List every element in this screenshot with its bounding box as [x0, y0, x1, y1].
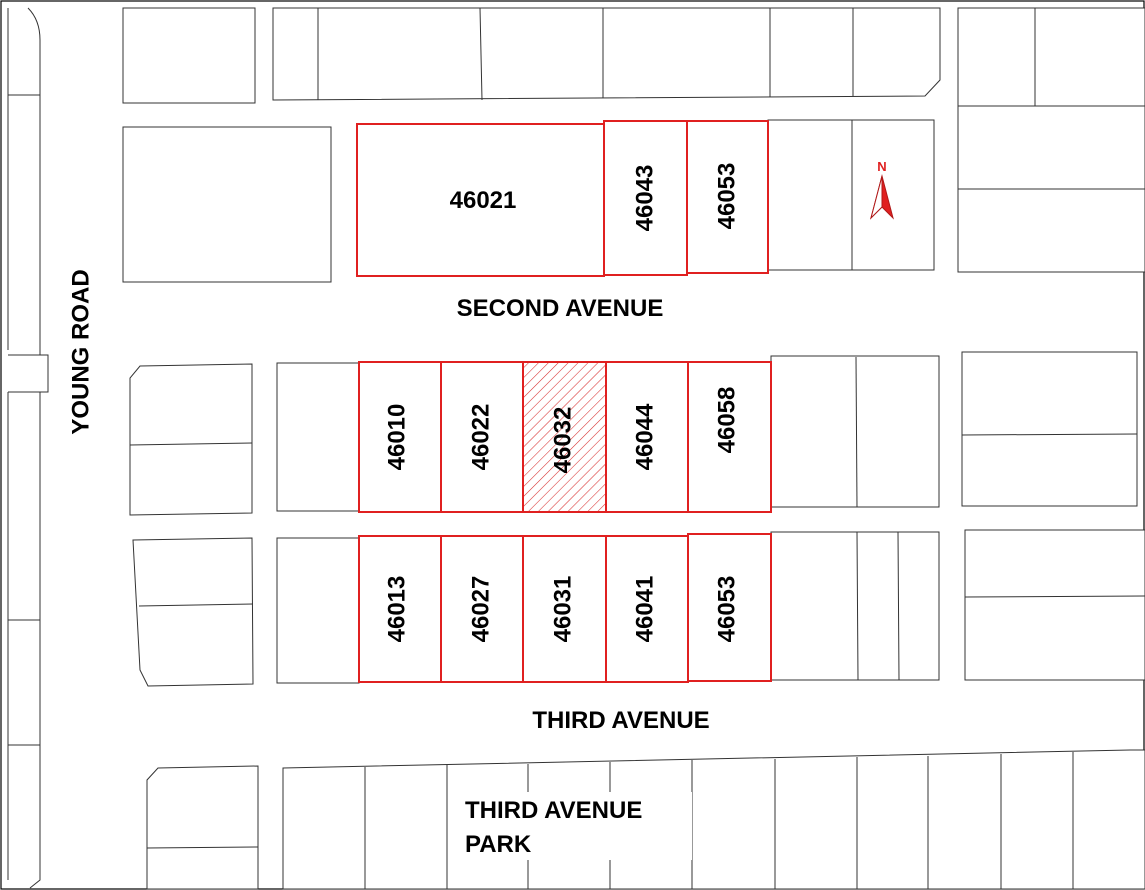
park-label-background — [462, 792, 692, 860]
parcel-46053-north[interactable] — [686, 120, 769, 274]
parcel-label-46032: 46032 — [549, 407, 576, 474]
north-arrow: N — [870, 159, 894, 220]
third-avenue-north-lots — [132, 529, 1145, 687]
middle-block-lots — [129, 351, 1138, 516]
parcel-46021[interactable] — [356, 123, 605, 277]
parcel-label-46027: 46027 — [467, 576, 494, 643]
parcel-label-46041: 46041 — [631, 576, 658, 643]
parcel-46027[interactable] — [440, 535, 524, 683]
parcel-46013[interactable] — [358, 535, 442, 683]
top-block-lots — [122, 7, 1145, 107]
street-label-second-avenue: SECOND AVENUE — [457, 295, 664, 322]
parcel-row-3: 46013 46027 46031 46041 46053 — [358, 533, 772, 683]
parcel-46053-south[interactable] — [687, 533, 772, 682]
parcel-46010[interactable] — [358, 361, 442, 513]
second-avenue-north-lots — [122, 105, 1145, 283]
parcel-label-46044: 46044 — [631, 403, 658, 470]
parcel-46032[interactable] — [522, 361, 607, 513]
parcel-46031[interactable] — [522, 535, 607, 683]
park-label-line2: PARK — [465, 831, 532, 858]
parcel-46041[interactable] — [605, 535, 689, 683]
north-label: N — [877, 159, 886, 174]
parcel-label-46013: 46013 — [383, 576, 410, 643]
parcel-label-46053-north: 46053 — [713, 163, 740, 230]
park-label-line1: THIRD AVENUE — [465, 797, 642, 824]
parcel-label-46031: 46031 — [549, 576, 576, 643]
parcel-label-46010: 46010 — [383, 404, 410, 471]
street-label-third-avenue: THIRD AVENUE — [532, 707, 709, 734]
parcel-label-46022: 46022 — [467, 404, 494, 471]
parcel-row-1: 46021 46043 46053 — [356, 120, 769, 277]
parcel-label-46053-south: 46053 — [713, 576, 740, 643]
parcel-row-2: 46010 46022 46032 46044 46058 — [358, 361, 772, 513]
young-road-edges — [7, 7, 49, 889]
parcel-46058[interactable] — [687, 361, 772, 513]
street-label-young-road: YOUNG ROAD — [67, 269, 94, 434]
parcel-label-46043: 46043 — [631, 165, 658, 232]
parcel-label-46021: 46021 — [450, 187, 517, 214]
parcel-46043[interactable] — [603, 120, 688, 276]
parcel-label-46058: 46058 — [713, 387, 740, 454]
